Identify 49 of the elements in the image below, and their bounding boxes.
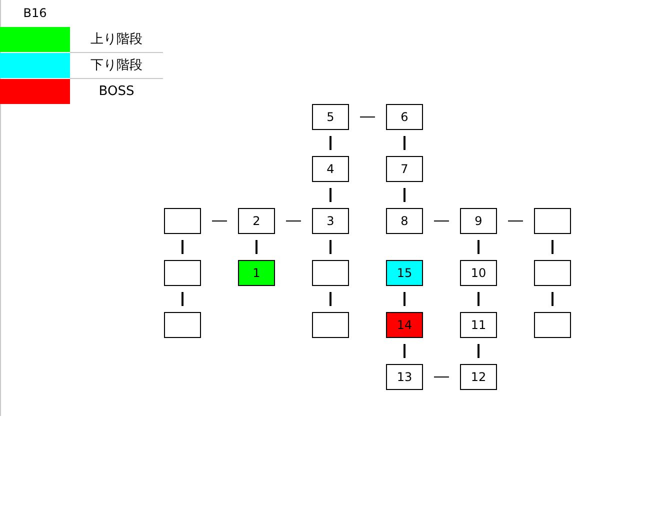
room-box: 7 [386, 156, 423, 182]
connector-line [286, 220, 302, 222]
connector-line [434, 376, 450, 378]
connector-line [434, 220, 450, 222]
room-box: 11 [460, 312, 497, 338]
room-box: 12 [460, 364, 497, 390]
connector-line [552, 292, 554, 306]
room-box: 8 [386, 208, 423, 234]
connector-line [478, 292, 480, 306]
room-box [534, 260, 571, 286]
connector-line [478, 240, 480, 254]
connector-line [330, 136, 332, 150]
connector-line [330, 240, 332, 254]
legend-label: 上り階段 [90, 32, 144, 48]
connector-line [330, 188, 332, 202]
room-box: 2 [238, 208, 275, 234]
room-box [534, 312, 571, 338]
connector-line [404, 344, 406, 358]
connector-line [182, 292, 184, 306]
connector-line [212, 220, 228, 222]
connector-line [404, 292, 406, 306]
stairs-down-room: 15 [386, 260, 423, 286]
room-box: 5 [312, 104, 349, 130]
legend-label: 下り階段 [90, 58, 144, 74]
stairs-up-room: 1 [238, 260, 275, 286]
room-box [312, 312, 349, 338]
room-box [164, 312, 201, 338]
connector-line [360, 116, 376, 118]
connector-line [330, 292, 332, 306]
connector-line [508, 220, 524, 222]
room-box [164, 260, 201, 286]
room-box [164, 208, 201, 234]
connector-line [404, 188, 406, 202]
boss-room: 14 [386, 312, 423, 338]
connector-line [256, 240, 258, 254]
connector-line [182, 240, 184, 254]
room-box [312, 260, 349, 286]
room-box: 3 [312, 208, 349, 234]
connector-line [552, 240, 554, 254]
connector-line [478, 344, 480, 358]
room-box: 10 [460, 260, 497, 286]
room-box: 13 [386, 364, 423, 390]
room-box: 4 [312, 156, 349, 182]
connector-line [404, 136, 406, 150]
legend-label: BOSS [98, 84, 136, 100]
room-box [534, 208, 571, 234]
room-box: 9 [460, 208, 497, 234]
room-box: 6 [386, 104, 423, 130]
map-title: B16 [22, 6, 48, 20]
